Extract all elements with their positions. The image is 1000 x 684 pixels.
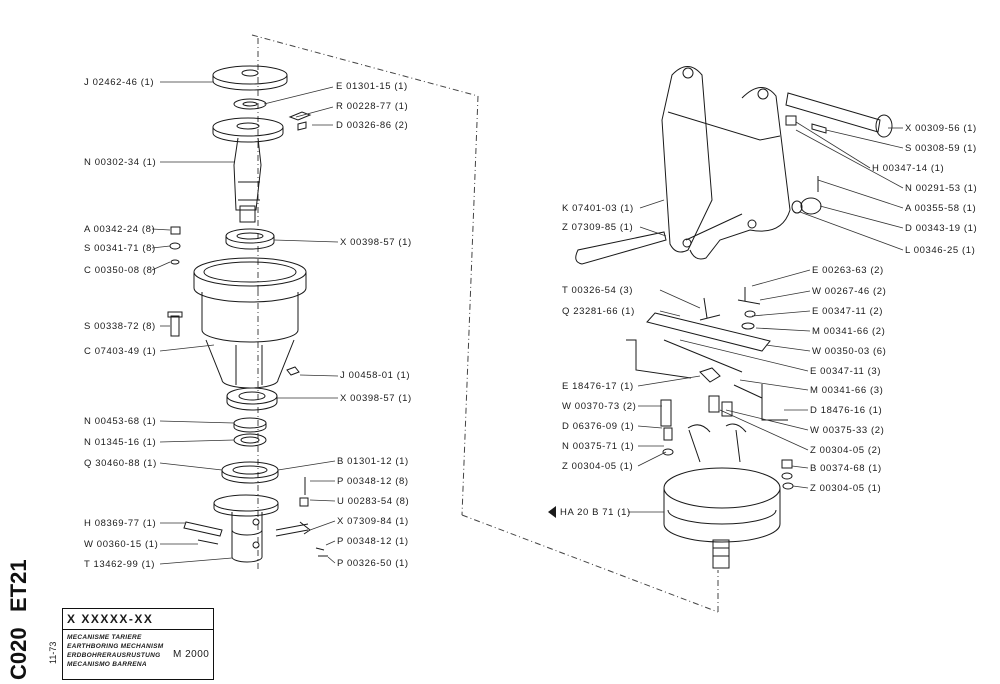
assembly-reference-arrow: [548, 506, 556, 518]
left-leader-lines: [151, 81, 339, 565]
part-label: P 00348-12 (1): [337, 536, 409, 547]
part-label: D 00326-86 (2): [336, 120, 409, 131]
part-label: C 00350-08 (8): [84, 265, 157, 276]
part-label: N 01345-16 (1): [84, 437, 157, 448]
title-es: MECANISMO BARRENA: [67, 661, 147, 668]
part-label: H 08369-77 (1): [84, 518, 157, 529]
part-label: Q 30460-88 (1): [84, 458, 157, 469]
part-label: X 00309-56 (1): [905, 123, 977, 134]
part-label: K 07401-03 (1): [562, 203, 634, 214]
part-label: W 00375-33 (2): [810, 425, 885, 436]
part-label: B 00374-68 (1): [810, 463, 882, 474]
part-label: A 00355-58 (1): [905, 203, 977, 214]
part-label: M 00341-66 (2): [812, 326, 886, 337]
part-label: S 00341-71 (8): [84, 243, 156, 254]
title-fr: MECANISME TARIERE: [67, 634, 142, 641]
part-label: N 00453-68 (1): [84, 416, 157, 427]
left-assembly: [167, 65, 328, 563]
assembly-boundary-lines: [251, 34, 719, 613]
part-label: E 00347-11 (2): [812, 306, 884, 317]
part-label: R 00228-77 (1): [336, 101, 409, 112]
part-label: J 00458-01 (1): [340, 370, 411, 381]
part-label: E 00347-11 (3): [810, 366, 882, 377]
part-label: X 07309-84 (1): [337, 516, 409, 527]
part-label: D 06376-09 (1): [562, 421, 635, 432]
part-label: D 18476-16 (1): [810, 405, 883, 416]
sheet-number: C020: [6, 627, 31, 680]
part-label: N 00302-34 (1): [84, 157, 157, 168]
right-assembly: [575, 66, 893, 569]
part-label: S 00308-59 (1): [905, 143, 977, 154]
part-label: T 13462-99 (1): [84, 559, 156, 570]
part-label: T 00326-54 (3): [562, 285, 634, 296]
part-label: P 00326-50 (1): [337, 558, 409, 569]
part-label: X 00398-57 (1): [340, 393, 412, 404]
title-de: ERDBOHRERAUSRUSTUNG: [67, 652, 161, 659]
part-label: Z 00304-05 (1): [810, 483, 882, 494]
part-label: S 00338-72 (8): [84, 321, 156, 332]
part-label: E 18476-17 (1): [562, 381, 634, 392]
sheet-date: 11-73: [48, 641, 58, 664]
part-label: W 00350-03 (6): [812, 346, 887, 357]
part-label: B 01301-12 (1): [337, 456, 409, 467]
part-label: Q 23281-66 (1): [562, 306, 635, 317]
title-code: X XXXXX-XX: [67, 612, 154, 626]
part-label: U 00283-54 (8): [337, 496, 410, 507]
part-label: A 00342-24 (8): [84, 224, 156, 235]
part-label: Z 00304-05 (2): [810, 445, 882, 456]
part-label: J 02462-46 (1): [84, 77, 155, 88]
part-label: W 00370-73 (2): [562, 401, 637, 412]
part-label: L 00346-25 (1): [905, 245, 976, 256]
part-label: P 00348-12 (8): [337, 476, 409, 487]
part-label: X 00398-57 (1): [340, 237, 412, 248]
part-label: W 00360-15 (1): [84, 539, 159, 550]
part-label: Z 00304-05 (1): [562, 461, 634, 472]
title-divider: [63, 629, 213, 630]
part-label: H 00347-14 (1): [872, 163, 945, 174]
right-leader-lines: [628, 121, 904, 513]
part-label: M 00341-66 (3): [810, 385, 884, 396]
part-label: E 00263-63 (2): [812, 265, 884, 276]
part-label: HA 20 B 71 (1): [560, 507, 631, 518]
part-label: N 00375-71 (1): [562, 441, 635, 452]
title-en: EARTHBORING MECHANISM: [67, 643, 164, 650]
part-label: E 01301-15 (1): [336, 81, 408, 92]
part-label: Z 07309-85 (1): [562, 222, 634, 233]
sheet-series: ET21: [6, 559, 31, 612]
title-block: X XXXXX-XX MECANISME TARIERE EARTHBORING…: [62, 608, 214, 680]
part-label: D 00343-19 (1): [905, 223, 978, 234]
part-label: W 00267-46 (2): [812, 286, 887, 297]
part-label: N 00291-53 (1): [905, 183, 978, 194]
model-label: M 2000: [173, 649, 210, 660]
part-label: C 07403-49 (1): [84, 346, 157, 357]
